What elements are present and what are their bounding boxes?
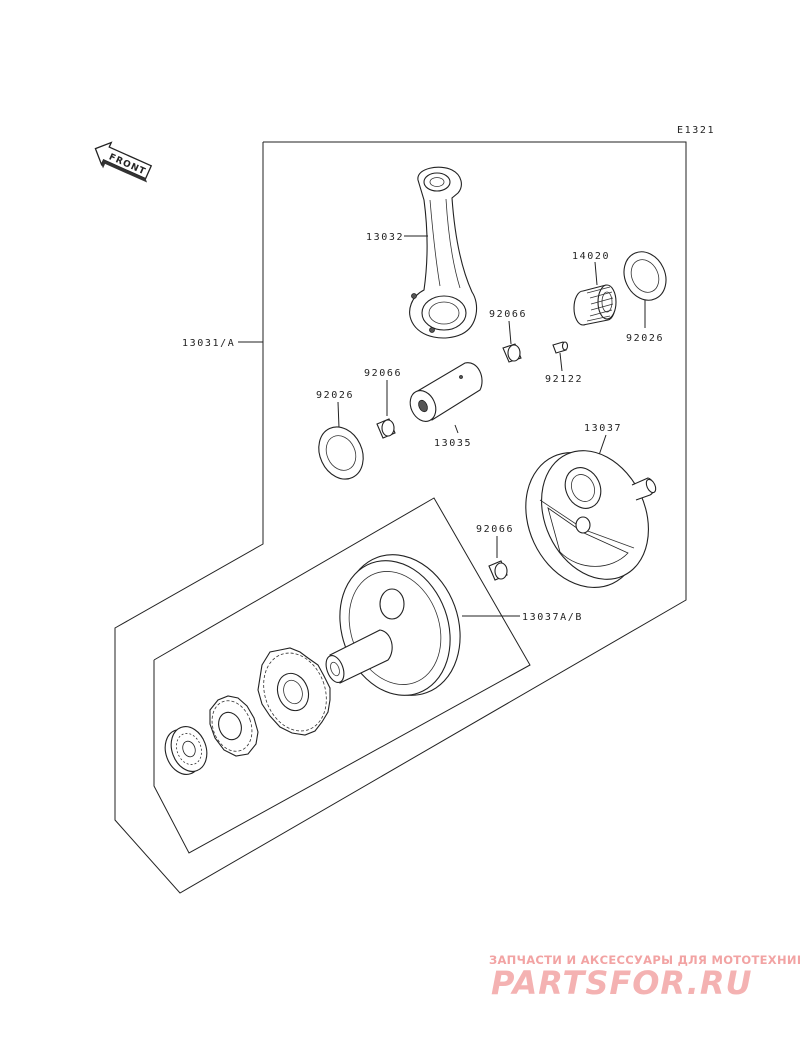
diagram-code: E1321 <box>677 125 715 136</box>
label-13035: 13035 <box>434 438 472 449</box>
connecting-rod <box>409 166 478 339</box>
dowel-pin <box>552 341 569 354</box>
primary-gear <box>257 647 331 736</box>
label-14020: 14020 <box>572 251 610 262</box>
label-92066-left: 92066 <box>364 368 402 379</box>
assembly-outline <box>114 141 687 894</box>
flywheel-left <box>325 554 461 696</box>
thrust-washer-right <box>623 251 667 301</box>
drive-gear <box>209 695 259 757</box>
label-13031-a: 13031/A <box>182 338 235 349</box>
label-92026-right: 92026 <box>626 333 664 344</box>
label-92066-top: 92066 <box>489 309 527 320</box>
watermark-tagline: ЗАПЧАСТИ И АКСЕССУАРЫ ДЛЯ МОТОТЕХНИКИ <box>489 953 800 967</box>
needle-bearing <box>573 284 617 326</box>
bearing-bush-mid <box>488 560 508 581</box>
label-92026-left: 92026 <box>316 390 354 401</box>
flywheel-group-outline <box>153 497 531 854</box>
flywheel-right <box>525 450 657 588</box>
bearing-bush-left <box>376 418 396 439</box>
label-13032: 13032 <box>366 232 404 243</box>
label-92122: 92122 <box>545 374 583 385</box>
bearing-bush-top <box>502 343 522 363</box>
crank-pin <box>409 362 483 422</box>
main-bearing <box>164 726 208 775</box>
label-13037: 13037 <box>584 423 622 434</box>
front-arrow-icon: FRONT <box>94 141 153 183</box>
thrust-washer-left <box>318 426 364 480</box>
label-13037-a-b: 13037A/B <box>522 612 583 623</box>
label-92066-mid: 92066 <box>476 524 514 535</box>
watermark-logo: PARTSFOR.RU <box>491 964 752 1002</box>
